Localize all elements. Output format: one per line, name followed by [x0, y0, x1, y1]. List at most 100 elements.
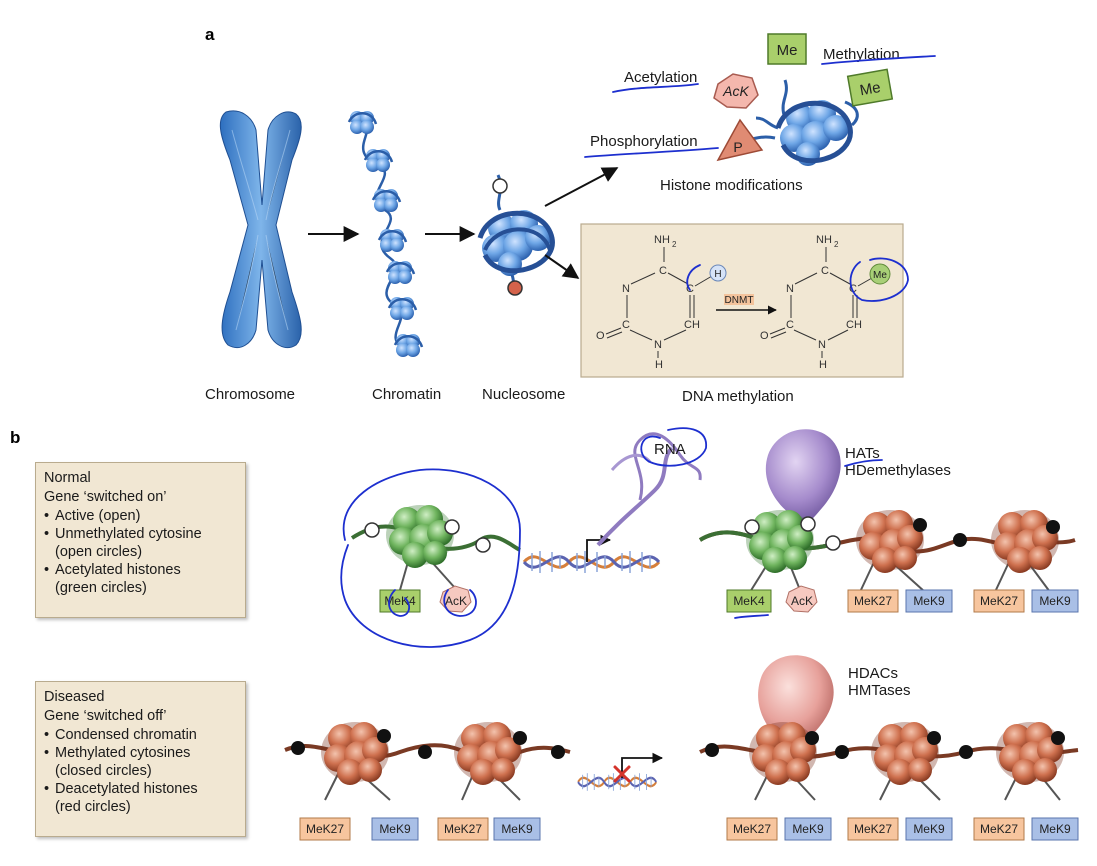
mek9-tag-r2-e: MeK9	[1031, 817, 1079, 841]
hat-enzyme-blob	[765, 429, 841, 522]
svg-text:P: P	[733, 139, 742, 155]
svg-text:C: C	[786, 319, 794, 331]
svg-text:CH: CH	[846, 319, 862, 331]
nucleosome-illustration	[477, 174, 555, 296]
svg-text:Me: Me	[777, 42, 798, 59]
svg-text:NH: NH	[816, 234, 832, 246]
svg-text:AcK: AcK	[445, 594, 467, 608]
svg-text:H: H	[714, 269, 721, 280]
svg-text:MeK9: MeK9	[913, 594, 945, 608]
svg-text:N: N	[622, 283, 630, 295]
hmtases-label: HMTases	[848, 682, 911, 699]
svg-text:MeK27: MeK27	[980, 594, 1018, 608]
mek27-tag-r2-d: MeK27	[847, 817, 899, 841]
diseased-box-list: Condensed chromatin Methylated cytosines…	[44, 726, 237, 816]
svg-text:H: H	[819, 359, 827, 371]
svg-text:Me: Me	[858, 79, 881, 99]
dna-helix-active	[522, 549, 661, 575]
svg-text:MeK9: MeK9	[1039, 594, 1071, 608]
rna-label: RNA	[654, 441, 686, 458]
repressed-nucleosome-r2-d	[871, 722, 973, 801]
svg-text:MeK27: MeK27	[444, 822, 482, 836]
mek9-tag-r2-a: MeK9	[371, 817, 419, 841]
list-item: Condensed chromatin	[44, 726, 237, 744]
normal-box-title: Normal	[44, 470, 91, 486]
annotation-loop-nucleosome	[340, 468, 521, 648]
normal-box-subtitle: Gene ‘switched on’	[44, 489, 167, 505]
chromosome-illustration	[219, 110, 302, 349]
svg-text:H: H	[655, 359, 663, 371]
svg-text:CH: CH	[684, 319, 700, 331]
svg-text:C: C	[849, 283, 857, 295]
hdemethylases-label: HDemethylases	[845, 462, 951, 479]
annotation-circle-mek4	[388, 589, 411, 617]
svg-text:NH: NH	[654, 234, 670, 246]
svg-text:2: 2	[834, 240, 839, 249]
panel-b-letter: b	[10, 428, 20, 447]
annotation-circle-rna	[640, 427, 707, 467]
svg-text:MeK9: MeK9	[913, 822, 945, 836]
svg-text:C: C	[821, 265, 829, 277]
svg-text:MeK27: MeK27	[306, 822, 344, 836]
mek9-tag-r1-b: MeK9	[1031, 589, 1079, 613]
ack-tag: AcK	[713, 73, 759, 109]
svg-text:Me: Me	[873, 270, 887, 281]
diseased-state-box: Diseased Gene ‘switched off’ Condensed c…	[35, 681, 246, 837]
dna-helix-silenced	[576, 772, 658, 792]
svg-text:AcK: AcK	[791, 594, 813, 608]
list-item: Unmethylated cytosine(open circles)	[44, 525, 237, 561]
chromatin-illustration	[347, 109, 424, 359]
annotation-underline-hats	[844, 459, 883, 467]
annotation-circle-ack	[443, 589, 477, 617]
annotation-underline-mek4	[734, 614, 769, 619]
normal-box-list: Active (open) Unmethylated cytosine(open…	[44, 507, 237, 597]
mek27-tag-r2-c: MeK27	[726, 817, 778, 841]
me-tag-right: Me	[846, 68, 894, 107]
svg-text:O: O	[760, 330, 769, 342]
mek27-tag-r2-b: MeK27	[437, 817, 489, 841]
arrow-to-histone-mods	[544, 167, 619, 207]
acetylation-label: Acetylation	[624, 69, 697, 86]
svg-text:MeK9: MeK9	[792, 822, 824, 836]
chromatin-label: Chromatin	[372, 386, 441, 403]
active-nucleosome-right	[744, 510, 841, 593]
svg-text:MeK9: MeK9	[501, 822, 533, 836]
repressed-nucleosome-r2-b	[454, 722, 565, 801]
mek27-tag-r1-a: MeK27	[847, 589, 899, 613]
dnmt-label: DNMT	[725, 295, 754, 306]
dna-methylation-label: DNA methylation	[682, 388, 794, 405]
svg-text:2: 2	[672, 240, 677, 249]
mek9-tag-r2-c: MeK9	[784, 817, 832, 841]
svg-text:MeK27: MeK27	[854, 822, 892, 836]
ack-tag-right: AcK	[785, 585, 818, 613]
repressed-nucleosome-r1-b	[991, 510, 1060, 593]
svg-text:MeK4: MeK4	[733, 594, 765, 608]
svg-text:N: N	[654, 339, 662, 351]
svg-text:MeK27: MeK27	[980, 822, 1018, 836]
list-item: Acetylated histones(green circles)	[44, 561, 237, 597]
annotation-underline-methylation	[821, 55, 936, 65]
blocked-x-mark	[613, 765, 631, 783]
me-tag-top: Me	[767, 33, 807, 65]
repressed-nucleosome-r1-a	[856, 510, 967, 593]
dna-methylation-box: NH 2 C N C C CH N H O	[580, 223, 904, 378]
diseased-box-title: Diseased	[44, 689, 105, 705]
histone-modifications-label: Histone modifications	[660, 177, 803, 194]
svg-text:MeK27: MeK27	[733, 822, 771, 836]
annotation-hook-h	[686, 264, 701, 291]
mek4-tag-left: MeK4	[379, 589, 421, 613]
histone-modifications-illustration	[739, 79, 859, 166]
mek4-tag-right: MeK4	[726, 589, 772, 613]
panel-a-letter: a	[205, 25, 215, 44]
arrow-to-dna-methylation	[544, 254, 580, 279]
active-nucleosome-left	[350, 505, 521, 591]
hats-label: HATs	[845, 445, 880, 462]
diseased-box-subtitle: Gene ‘switched off’	[44, 708, 167, 724]
annotation-circle-me	[849, 257, 909, 302]
phospho-tag: P	[716, 118, 764, 162]
svg-text:MeK9: MeK9	[1039, 822, 1071, 836]
annotation-underline-phosphorylation	[584, 147, 719, 158]
mek9-tag-r2-d: MeK9	[905, 817, 953, 841]
mek27-tag-r2-a: MeK27	[299, 817, 351, 841]
